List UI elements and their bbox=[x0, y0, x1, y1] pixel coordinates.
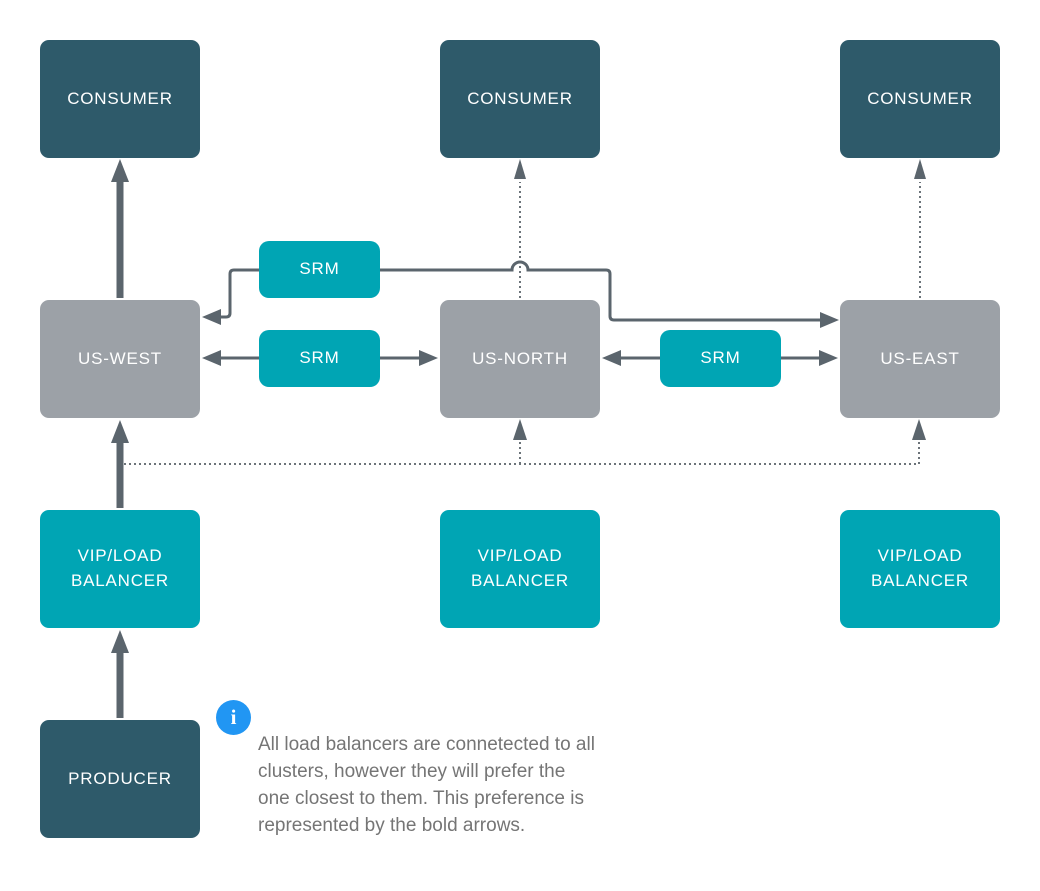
dotted-arrow-to-us-east-bottom bbox=[912, 419, 926, 464]
node-cluster-us-north: US-NORTH bbox=[440, 300, 600, 418]
node-srm-top: SRM bbox=[259, 241, 380, 298]
dotted-arrow-us-north-to-consumer bbox=[514, 159, 526, 298]
node-label: VIP/LOAD BALANCER bbox=[870, 546, 970, 590]
node-cluster-us-west: US-WEST bbox=[40, 300, 200, 418]
node-producer: PRODUCER bbox=[40, 720, 200, 838]
node-label: US-NORTH bbox=[472, 348, 568, 368]
node-label: CONSUMER bbox=[867, 88, 973, 108]
bold-arrow-producer-to-lb-west bbox=[111, 630, 129, 718]
node-label: US-WEST bbox=[78, 348, 162, 368]
node-srm-west-north: SRM bbox=[259, 330, 380, 387]
node-cluster-us-east: US-EAST bbox=[840, 300, 1000, 418]
info-note-text: All load balancers are connetected to al… bbox=[258, 734, 595, 836]
node-consumer-east: CONSUMER bbox=[840, 40, 1000, 158]
node-label: SRM bbox=[299, 348, 340, 368]
node-srm-north-east: SRM bbox=[660, 330, 781, 387]
node-lb-west: VIP/LOAD BALANCER bbox=[40, 510, 200, 628]
arrow-srm-top-to-us-west bbox=[202, 268, 259, 325]
node-label: CONSUMER bbox=[67, 88, 173, 108]
info-icon: i bbox=[216, 700, 251, 735]
node-label: CONSUMER bbox=[467, 88, 573, 108]
info-icon-glyph: i bbox=[230, 705, 237, 729]
node-label: US-EAST bbox=[880, 348, 960, 368]
dotted-arrow-to-us-north-bottom bbox=[513, 419, 527, 464]
node-label: PRODUCER bbox=[68, 768, 172, 788]
node-label: SRM bbox=[700, 348, 741, 368]
node-label: SRM bbox=[299, 259, 340, 279]
arrow-srm-top-to-us-east bbox=[380, 260, 839, 328]
node-consumer-north: CONSUMER bbox=[440, 40, 600, 158]
node-label: VIP/LOAD BALANCER bbox=[470, 546, 570, 590]
node-consumer-west: CONSUMER bbox=[40, 40, 200, 158]
node-lb-east: VIP/LOAD BALANCER bbox=[840, 510, 1000, 628]
bold-arrow-lb-west-to-us-west bbox=[111, 420, 129, 508]
bold-arrow-us-west-to-consumer bbox=[111, 159, 129, 298]
node-lb-north: VIP/LOAD BALANCER bbox=[440, 510, 600, 628]
node-label: VIP/LOAD BALANCER bbox=[70, 546, 170, 590]
dotted-arrow-us-east-to-consumer bbox=[914, 159, 926, 298]
